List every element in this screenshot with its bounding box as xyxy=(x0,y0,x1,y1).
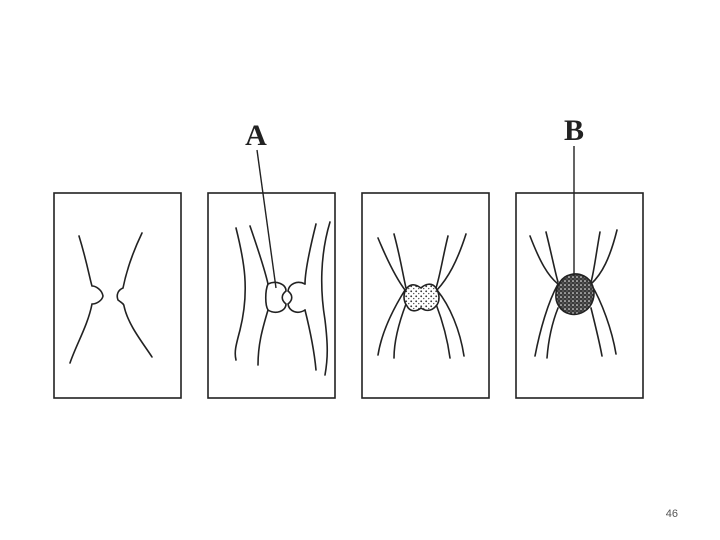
panel-2-outgrowth-contact xyxy=(207,192,336,399)
panel-2-right-outer-wall xyxy=(320,221,331,376)
panel-2-left-bulge xyxy=(267,281,287,313)
panel-2-right-bulge xyxy=(287,281,306,313)
panel-3-left-wall xyxy=(377,237,406,356)
panel-2-right-inner-wall xyxy=(304,223,317,371)
panel-2-frame xyxy=(207,192,336,399)
panel-4-left-inner-wall xyxy=(545,231,559,359)
panel-3-fusion-zone xyxy=(403,283,440,312)
panel-1-left-wall xyxy=(69,235,104,364)
label-b: B xyxy=(564,114,584,147)
label-a-callout: A xyxy=(245,119,277,289)
panel-4-frame xyxy=(515,192,644,399)
panel-3-left-inner-wall xyxy=(393,233,407,359)
panel-4-right-wall xyxy=(589,229,618,355)
label-a: A xyxy=(245,119,267,152)
panel-2-left-outer-wall xyxy=(234,227,247,361)
label-b-callout: B xyxy=(564,114,584,276)
panel-4-zygote-body xyxy=(555,273,595,316)
panel-1-frame xyxy=(53,192,182,399)
panel-4-zygote xyxy=(515,192,644,399)
panel-3-right-inner-wall xyxy=(435,235,451,359)
page-number: 46 xyxy=(665,508,678,520)
panel-1-initial-contact xyxy=(53,192,182,399)
panel-4-right-inner-wall xyxy=(590,231,603,357)
panel-3-fusion xyxy=(361,192,490,399)
panel-1-right-wall xyxy=(116,232,153,358)
label-a-leader xyxy=(256,149,277,289)
panel-4-left-wall xyxy=(529,235,560,357)
panel-3-frame xyxy=(361,192,490,399)
panel-3-right-wall xyxy=(435,233,467,357)
panel-2-left-inner-wall xyxy=(249,225,269,366)
